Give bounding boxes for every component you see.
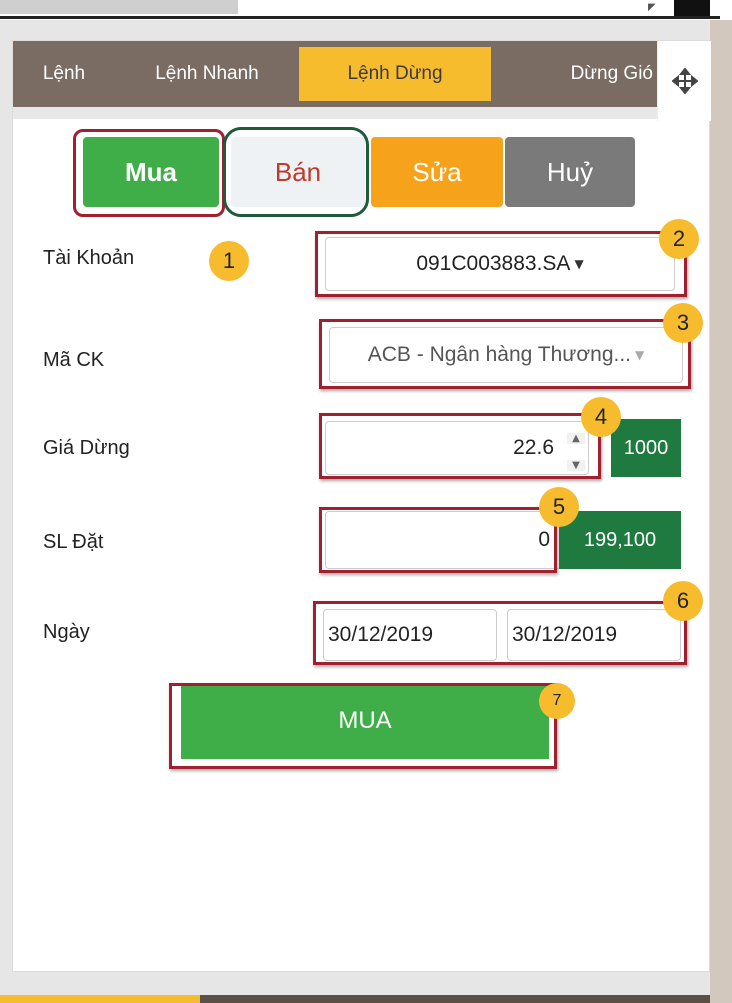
move-handle[interactable]	[657, 41, 711, 121]
quantity-label: SL Đặt	[43, 531, 104, 553]
step-badge-3: 3	[663, 303, 703, 343]
stop-price-input[interactable]: 22.6	[325, 421, 589, 475]
submit-buy-button[interactable]: MUA	[181, 683, 549, 759]
max-quantity-button[interactable]: 199,100	[559, 511, 681, 569]
date-to-value: 30/12/2019	[512, 623, 618, 646]
bottom-active-tab[interactable]	[0, 995, 200, 1003]
sell-highlight	[223, 127, 369, 217]
dropdown-arrow-icon: ◤	[648, 2, 656, 13]
step-badge-4: 4	[581, 397, 621, 437]
step-badge-5: 5	[539, 487, 579, 527]
account-label: Tài Khoản	[43, 247, 135, 269]
divider	[0, 16, 720, 19]
step-1000-button[interactable]: 1000	[611, 419, 681, 477]
step-badge-6: 6	[663, 581, 703, 621]
step-badge-1: 1	[209, 241, 249, 281]
symbol-select[interactable]: ACB - Ngân hàng Thương... ▼	[329, 327, 683, 383]
tab-underline	[13, 107, 657, 119]
window-top-strip: ◤	[0, 0, 732, 20]
right-gutter	[710, 20, 732, 1003]
tab-lenh-nhanh[interactable]: Lệnh Nhanh	[155, 63, 259, 84]
edit-button[interactable]: Sửa	[371, 137, 503, 207]
scrollbar-thumb[interactable]	[0, 0, 238, 14]
step-badge-7: 7	[539, 683, 575, 719]
top-right-block	[674, 0, 710, 18]
spin-down-icon[interactable]: ▼	[567, 460, 585, 471]
tab-lenh[interactable]: Lệnh	[42, 63, 86, 84]
account-value: 091C003883.SA	[416, 252, 571, 275]
stop-price-highlight	[319, 413, 601, 479]
buy-highlight	[73, 129, 225, 217]
quantity-input[interactable]: 0	[325, 511, 561, 569]
buy-button[interactable]: Mua	[83, 137, 219, 207]
bottom-tab-strip	[0, 995, 710, 1003]
account-select[interactable]: 091C003883.SA ▼	[325, 237, 675, 291]
tab-dung-gio[interactable]: Dừng Gió	[570, 63, 653, 84]
spin-up-icon[interactable]: ▲	[567, 433, 585, 444]
stop-price-spinner[interactable]: ▲ ▼	[565, 433, 587, 471]
stop-price-label: Giá Dừng	[43, 437, 130, 459]
quantity-value: 0	[538, 528, 550, 551]
date-from-value: 30/12/2019	[328, 623, 434, 646]
date-highlight	[313, 601, 687, 665]
stop-price-value: 22.6	[513, 436, 554, 459]
submit-highlight	[169, 683, 557, 769]
cancel-button[interactable]: Huỷ	[505, 137, 635, 207]
move-icon	[671, 68, 698, 94]
caret-down-icon: ▼	[574, 257, 584, 271]
account-highlight	[315, 231, 687, 297]
symbol-value: ACB - Ngân hàng Thương...	[367, 343, 631, 366]
order-panel: Lệnh Lệnh Nhanh Lệnh Dừng Dừng Gió Mua B…	[12, 40, 711, 972]
tab-lenh-dung[interactable]: Lệnh Dừng	[299, 47, 491, 101]
symbol-label: Mã CK	[43, 349, 105, 371]
quantity-highlight	[319, 507, 557, 573]
step-badge-2: 2	[659, 219, 699, 259]
date-from-input[interactable]: 30/12/2019	[323, 609, 497, 661]
date-to-input[interactable]: 30/12/2019	[507, 609, 681, 661]
caret-down-icon: ▼	[635, 348, 645, 362]
tab-bar: Lệnh Lệnh Nhanh Lệnh Dừng Dừng Gió	[13, 41, 657, 107]
sell-button[interactable]: Bán	[231, 137, 365, 207]
symbol-highlight	[319, 319, 691, 389]
date-label: Ngày	[43, 621, 90, 643]
